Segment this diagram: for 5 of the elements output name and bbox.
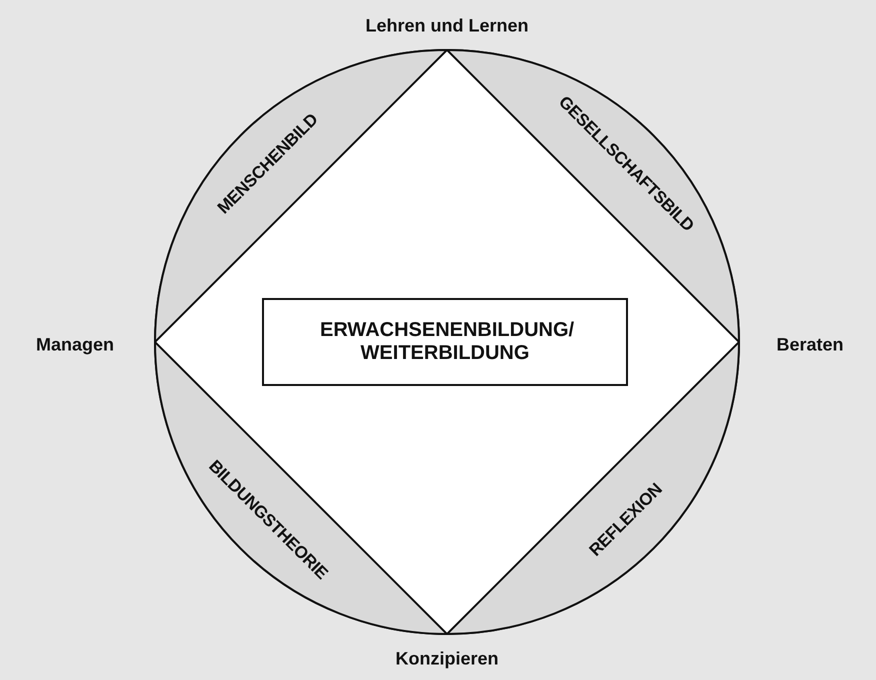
vertex-label: Managen bbox=[36, 334, 114, 356]
vertex-label: Lehren und Lernen bbox=[366, 16, 528, 36]
title-box: ERWACHSENENBILDUNG/ WEITERBILDUNG bbox=[262, 298, 628, 386]
vertex-label: Konzipieren bbox=[396, 648, 498, 670]
vertex-label: Beraten bbox=[776, 334, 844, 356]
